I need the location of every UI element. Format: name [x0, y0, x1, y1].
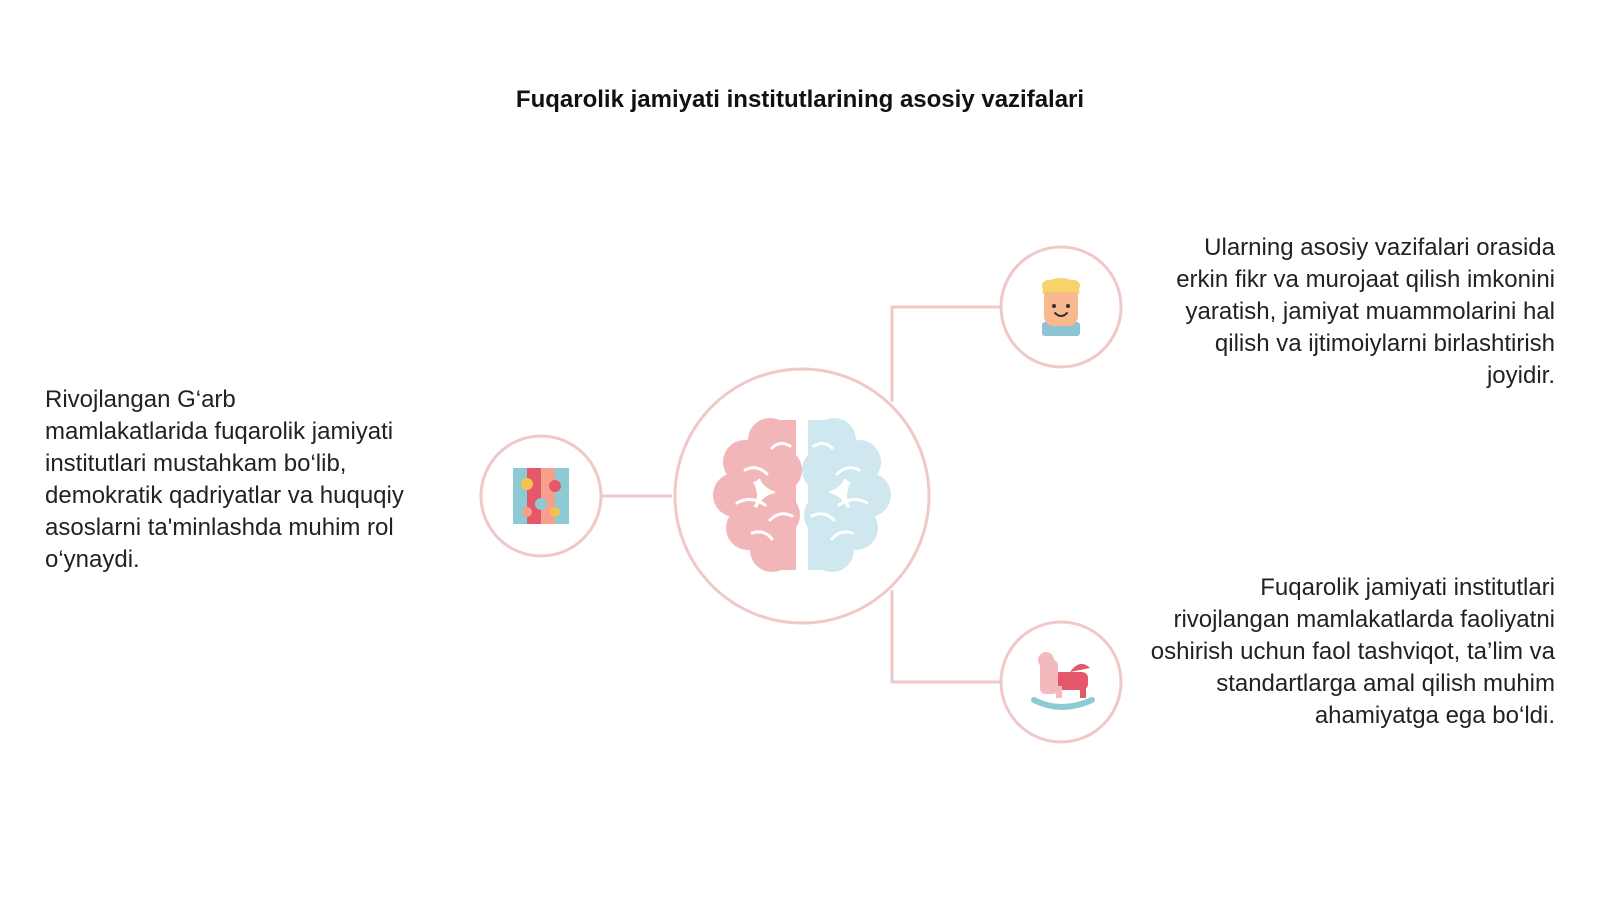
left-node [479, 434, 603, 558]
bottom-right-description: Fuqarolik jamiyati institutlari rivojlan… [1150, 574, 1555, 729]
puzzle-icon [513, 468, 569, 524]
center-node [673, 367, 931, 625]
page-title: Fuqarolik jamiyati institutlarining asos… [515, 86, 1085, 113]
left-description: Rivojlangan G‘arb mamlakatlarida fuqarol… [45, 386, 404, 573]
connector-bottom-right [890, 590, 1000, 684]
rocking-horse-icon [1031, 652, 1095, 710]
top-right-description: Ularning asosiy vazifalari orasida erkin… [1176, 234, 1555, 389]
brain-icon [713, 418, 891, 572]
connectors [602, 305, 1000, 684]
child-face-icon [1042, 278, 1080, 336]
connector-top-right [890, 305, 1000, 402]
bottom-right-node [999, 620, 1123, 744]
top-right-node [999, 245, 1123, 369]
